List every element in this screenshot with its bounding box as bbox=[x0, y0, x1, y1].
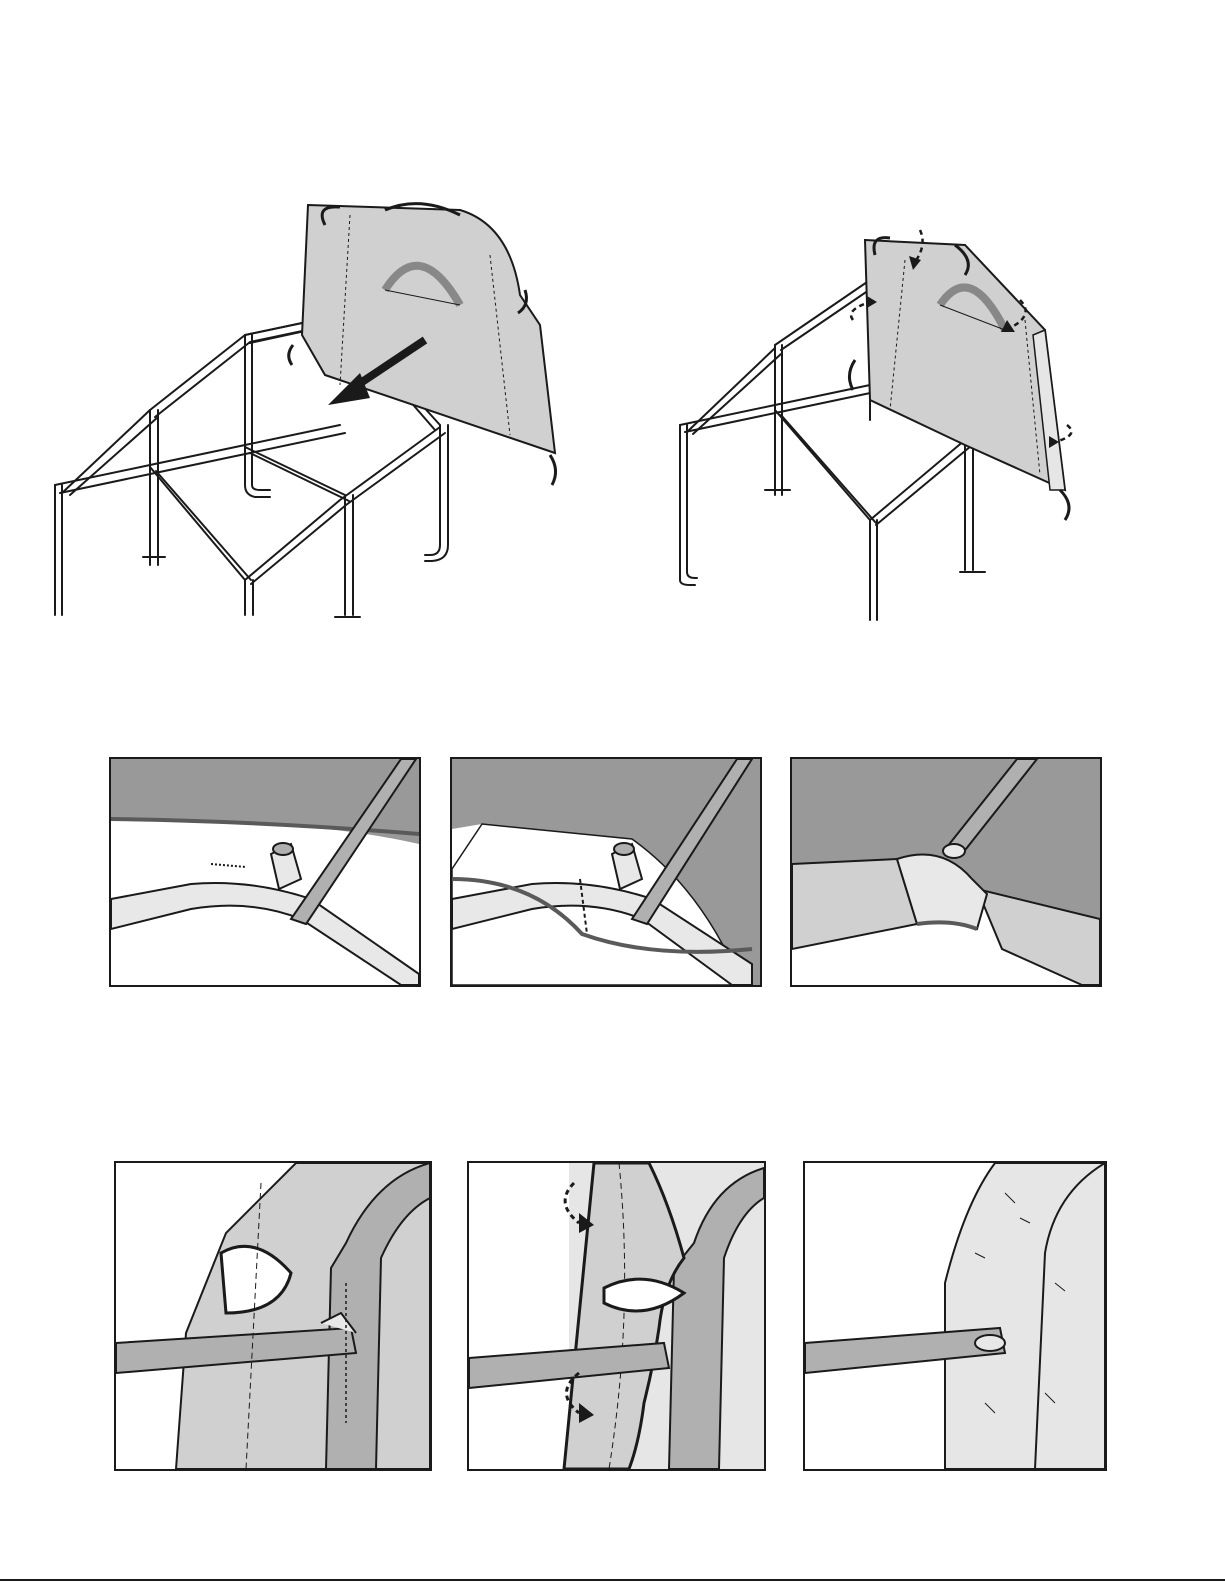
frame-illustration-right bbox=[665, 220, 1095, 625]
figure-cover-placement bbox=[40, 195, 600, 625]
leg-clamp-illustration bbox=[116, 1163, 430, 1469]
fitted-cover bbox=[849, 238, 1069, 520]
detail-panel-rope-routing bbox=[450, 757, 762, 987]
cover-secured-illustration bbox=[792, 759, 1100, 985]
flap-closed-illustration bbox=[805, 1163, 1105, 1469]
screw-icon bbox=[211, 864, 246, 867]
detail-panel-flap-fold bbox=[467, 1161, 766, 1471]
frame-leg bbox=[245, 335, 270, 497]
detail-panel-cover-secured bbox=[790, 757, 1102, 987]
page-bottom-rule bbox=[0, 1579, 1225, 1581]
detail-panel-flap-closed bbox=[803, 1161, 1107, 1471]
corner-fitting-illustration bbox=[111, 759, 419, 985]
flap-fold-illustration bbox=[469, 1163, 764, 1469]
detail-panel-leg-clamp bbox=[114, 1161, 432, 1471]
rope-routing-illustration bbox=[452, 759, 760, 985]
frame-illustration-left bbox=[40, 195, 600, 625]
figure-cover-fitted bbox=[665, 220, 1095, 625]
detail-panel-corner-fitting bbox=[109, 757, 421, 987]
